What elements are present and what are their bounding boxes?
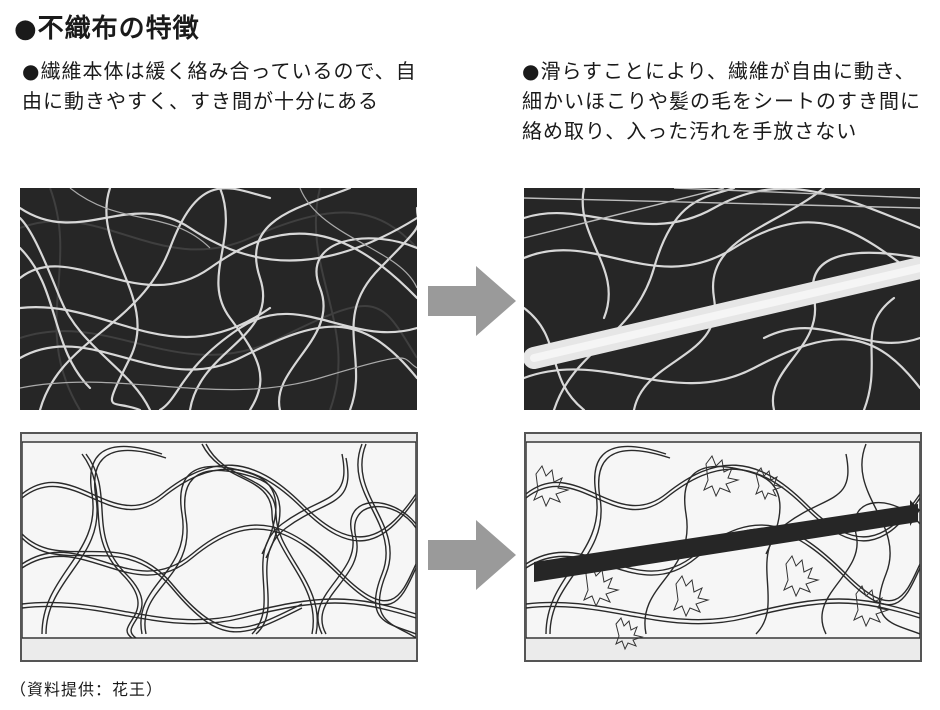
- fiber-photo-before: [20, 188, 417, 410]
- fiber-illustration-after: [524, 432, 922, 662]
- fiber-illustration-before: [20, 432, 418, 662]
- image-credit: （資料提供：花王）: [10, 680, 164, 699]
- page-title: ●不織布の特徴: [14, 14, 200, 44]
- right-arrow-icon: [428, 266, 516, 336]
- caption-after: ●滑らすことにより、繊維が自由に動き、細かいほこりや髪の毛をシートのすき間に絡め…: [522, 59, 921, 143]
- right-arrow-icon: [428, 520, 516, 590]
- caption-before: ●繊維本体は緩く絡み合っているので、自由に動きやすく、すき間が十分にある: [22, 59, 417, 113]
- fiber-photo-after: [524, 188, 920, 410]
